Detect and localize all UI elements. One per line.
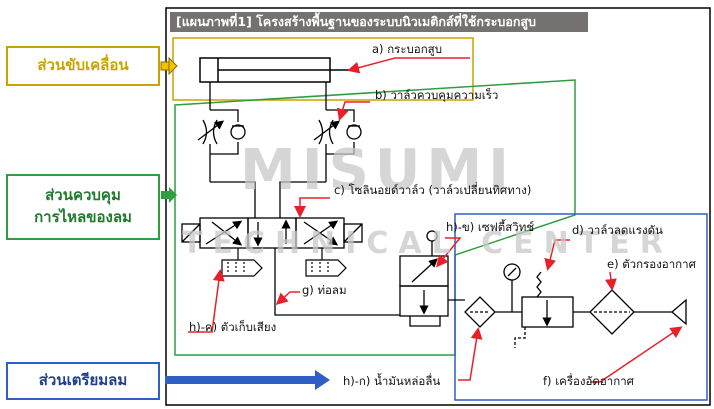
silencer-right	[305, 248, 347, 277]
section-label-control-line2: การไหลของลม	[34, 208, 132, 226]
air-prep-arrow	[165, 370, 330, 390]
section-label-air-prep: ส่วนเตรียมลม	[6, 362, 160, 400]
section-label-control-line1: ส่วนควบคุม	[45, 186, 121, 205]
compressor-symbol	[671, 298, 687, 326]
callout-filter: e) ตัวกรองอากาศ	[607, 257, 696, 271]
main-frame	[165, 7, 711, 406]
control-lines	[210, 181, 400, 316]
control-arrow	[161, 187, 177, 203]
air-prep-frame	[454, 213, 708, 401]
callout-regulator: d) วาล์วลดแรงดัน	[572, 223, 663, 237]
section-label-actuator: ส่วนขับเคลื่อน	[6, 46, 160, 86]
leader-lines	[188, 57, 683, 383]
lubricator-symbol	[464, 296, 496, 328]
callout-compressor: f) เครื่องอัดอากาศ	[543, 374, 634, 388]
section-label-control: ส่วนควบคุม การไหลของลม	[6, 174, 160, 240]
callout-silencer: h)-ค) ตัวเก็บเสียง	[189, 320, 277, 334]
callout-safety-switch: h)-ข) เซฟตี้สวิทช์	[446, 220, 535, 234]
solenoid-valve	[181, 217, 363, 249]
diagram-title: [แผนภาพที่1] โครงสร้างพื้นฐานของระบบนิวเ…	[170, 12, 588, 32]
callout-solenoid-valve: c) โซลินอยด์วาล์ว (วาล์วเปลี่ยนทิศทาง)	[334, 183, 532, 197]
safety-switch-symbol	[399, 230, 465, 327]
cylinder-symbol	[199, 57, 352, 83]
callout-air-tube: g) ท่อลม	[302, 283, 347, 297]
filter-symbol	[589, 289, 635, 335]
callout-lubricator: h)-ก) น้ำมันหล่อลื่น	[343, 374, 441, 388]
speed-valve-right	[313, 82, 362, 182]
watermark-line1: MISUMI	[240, 138, 515, 203]
watermark-line2: TECHNICAL CENTER	[182, 226, 673, 261]
callout-cylinder: a) กระบอกสูบ	[372, 42, 442, 56]
speed-valve-left	[197, 82, 246, 182]
gauge-symbol	[503, 263, 521, 312]
regulator-symbol	[514, 271, 574, 348]
actuator-arrow	[160, 56, 178, 76]
callout-speed-valve: b) วาล์วควบคุมความเร็ว	[375, 88, 499, 102]
